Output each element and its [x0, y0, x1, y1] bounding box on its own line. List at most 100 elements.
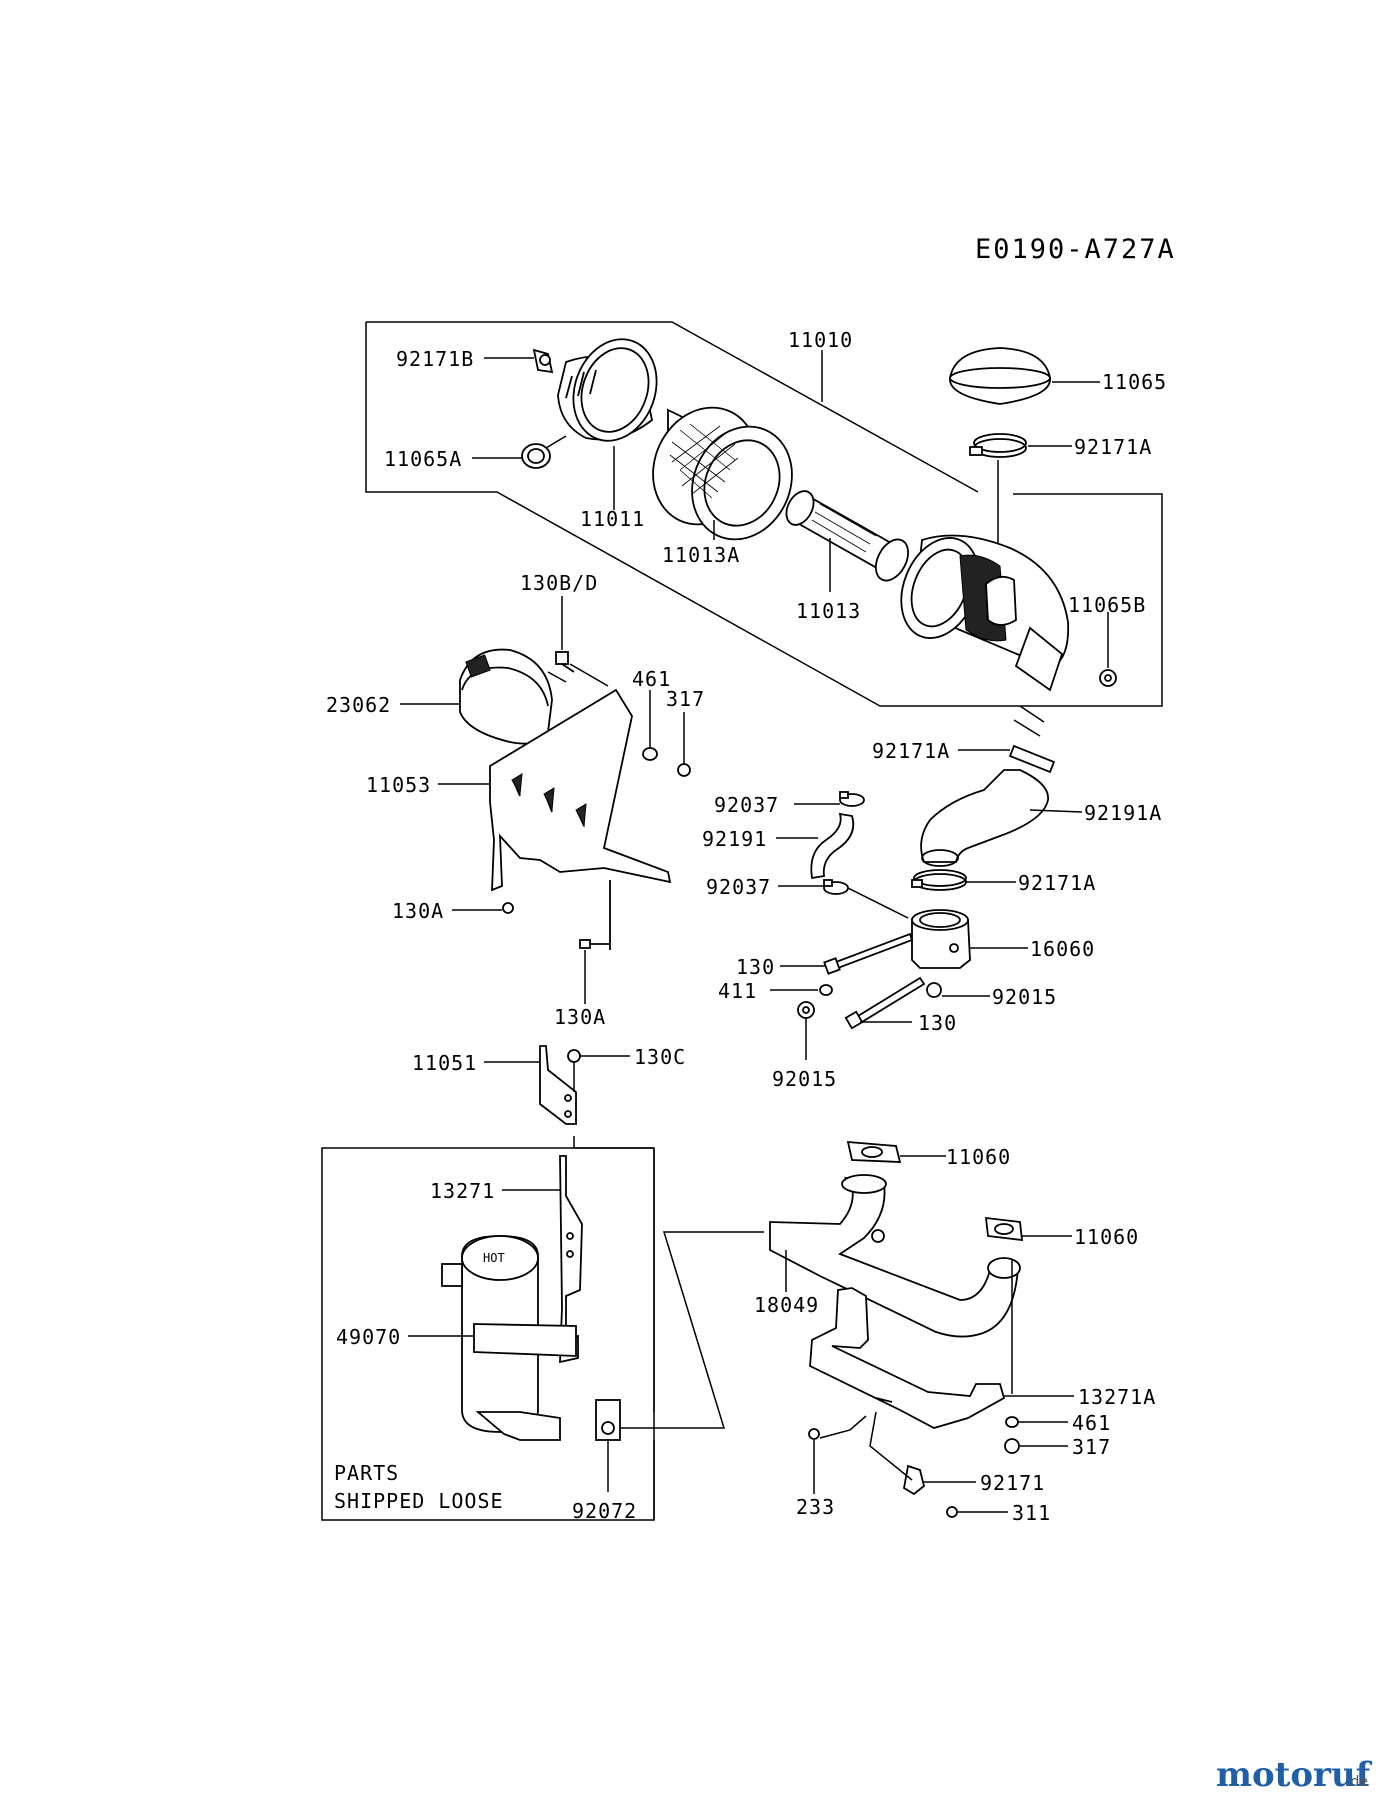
label-130-a: 130 [736, 955, 775, 979]
part-11053-bracket [489, 688, 672, 892]
part-92037-clamp-b [823, 879, 849, 895]
label-13271: 13271 [430, 1179, 495, 1203]
part-11065-cap [949, 347, 1051, 405]
part-92037-clamp-a [839, 791, 865, 807]
part-18049-exhaust-pipe [769, 1174, 1021, 1338]
part-11051-bracket [539, 1045, 577, 1125]
label-92037-a: 92037 [714, 793, 779, 817]
part-92015-nut-b [797, 1001, 815, 1019]
watermark-logo: motoruf .de [1216, 1755, 1373, 1795]
part-13271A-bracket [809, 1287, 1006, 1429]
break-marks [1013, 705, 1045, 737]
part-11065A-valve [521, 443, 551, 469]
part-92171B-valve [532, 348, 554, 374]
leader-130BD-links [547, 663, 609, 687]
label-130BD: 130B/D [520, 571, 598, 595]
part-11065B-nut [1099, 669, 1117, 687]
part-130-bolt-a [823, 932, 914, 975]
part-317-nut-low [1004, 1438, 1020, 1454]
label-11053: 11053 [366, 773, 431, 797]
label-11013: 11013 [796, 599, 861, 623]
label-11060-b: 11060 [1074, 1225, 1139, 1249]
leader-92072-to-pipe [620, 1231, 764, 1429]
label-317-low: 317 [1072, 1435, 1111, 1459]
air-cleaner-group-frame [365, 321, 1163, 707]
shipped-loose-top-link [573, 1136, 654, 1149]
label-92191A: 92191A [1084, 801, 1162, 825]
label-11065B: 11065B [1068, 593, 1146, 617]
label-461-top: 461 [632, 667, 671, 691]
label-16060: 16060 [1030, 937, 1095, 961]
part-130C-bolt [567, 1049, 581, 1063]
watermark-brand: motoruf [1216, 1755, 1373, 1795]
leader-11065A-link [545, 435, 567, 449]
label-130C: 130C [634, 1045, 686, 1069]
part-92072-clamp [595, 1399, 621, 1441]
part-92171-tie [903, 1464, 926, 1496]
part-92191A-hose [920, 769, 1049, 867]
part-11013A-outer-element [652, 406, 793, 541]
part-92015-nut-a [926, 982, 942, 998]
part-16060-elbow [911, 909, 971, 969]
label-92037-b: 92037 [706, 875, 771, 899]
part-130BD-bolt [555, 651, 575, 673]
part-130-bolt-b [844, 976, 926, 1030]
part-92171A-clamp-low [911, 869, 967, 891]
label-233: 233 [796, 1495, 835, 1519]
label-11051: 11051 [412, 1051, 477, 1075]
part-311-nut [946, 1506, 958, 1518]
label-92072: 92072 [572, 1499, 637, 1523]
label-49070: 49070 [336, 1325, 401, 1349]
label-11010: 11010 [788, 328, 853, 352]
part-411-washer [819, 984, 833, 996]
part-92191-small-hose [810, 812, 855, 880]
leader-92037-b-link [847, 887, 909, 919]
label-411: 411 [718, 979, 757, 1003]
label-11013A: 11013A [662, 543, 740, 567]
parts-note-line1: PARTS [334, 1461, 399, 1485]
watermark-suffix: .de [1346, 1774, 1368, 1790]
leader-92171-link [869, 1411, 913, 1481]
label-92015-a: 92015 [992, 985, 1057, 1009]
part-461-washer-low [1005, 1416, 1019, 1428]
label-311: 311 [1012, 1501, 1051, 1525]
part-air-cleaner-body [900, 534, 1070, 692]
part-461-washer-top [642, 747, 658, 761]
label-130-b: 130 [918, 1011, 957, 1035]
label-130A-b: 130A [554, 1005, 606, 1029]
part-92171A-clamp-mid [1008, 744, 1056, 774]
parts-note-line2: SHIPPED LOOSE [334, 1489, 504, 1513]
leader-233-link [819, 1415, 867, 1439]
label-92191: 92191 [702, 827, 767, 851]
label-92015-b: 92015 [772, 1067, 837, 1091]
part-49070-muffler: HOT [441, 1235, 577, 1441]
label-92171: 92171 [980, 1471, 1045, 1495]
label-92171B: 92171B [396, 347, 474, 371]
part-11011-cover [557, 338, 658, 442]
diagram-code: E0190-A727A [975, 234, 1176, 265]
muffler-hot-text: HOT [483, 1251, 505, 1265]
part-130A-bolt-b [579, 880, 611, 950]
label-13271A: 13271A [1078, 1385, 1156, 1409]
part-130A-bolt-a [502, 902, 514, 914]
leader-92191A [1029, 809, 1083, 813]
label-92171A-top: 92171A [1074, 435, 1152, 459]
label-130A-a: 130A [392, 899, 444, 923]
label-317-top: 317 [666, 687, 705, 711]
label-11065A: 11065A [384, 447, 462, 471]
part-11060-gasket-b [984, 1216, 1024, 1242]
label-23062: 23062 [326, 693, 391, 717]
label-18049: 18049 [754, 1293, 819, 1317]
part-233-bolt [808, 1428, 820, 1440]
part-317-nut-top [677, 763, 691, 777]
label-92171A-low: 92171A [1018, 871, 1096, 895]
part-92171A-clamp-top [969, 433, 1027, 458]
label-11060-a: 11060 [946, 1145, 1011, 1169]
part-11013-inner-element [785, 490, 910, 582]
part-11060-gasket-a [846, 1141, 902, 1163]
label-461-low: 461 [1072, 1411, 1111, 1435]
part-23062-band [459, 648, 553, 745]
label-11011: 11011 [580, 507, 645, 531]
label-92171A-mid: 92171A [872, 739, 950, 763]
